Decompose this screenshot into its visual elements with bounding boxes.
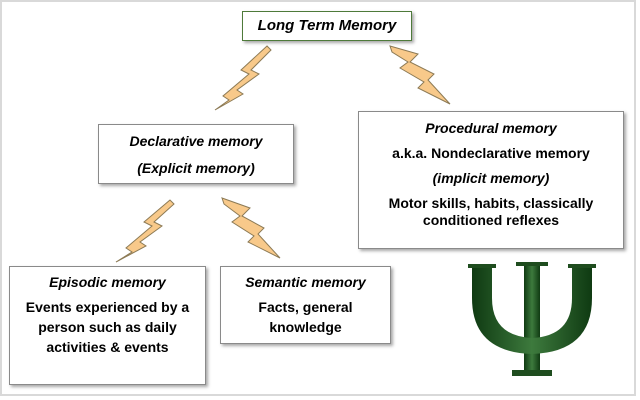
long-term-memory-label: Long Term Memory — [257, 17, 397, 34]
psi-symbol-icon — [468, 262, 596, 376]
procedural-implicit: (implicit memory) — [432, 170, 550, 186]
lightning-bolt-icon — [115, 199, 175, 263]
declarative-subtitle: (Explicit memory) — [137, 160, 255, 176]
long-term-memory-box: Long Term Memory — [242, 11, 412, 41]
procedural-description: Motor skills, habits, classically condit… — [388, 195, 594, 228]
declarative-title: Declarative memory — [129, 133, 263, 149]
declarative-memory-box: Declarative memory (Explicit memory) — [98, 124, 294, 184]
semantic-description: Facts, general knowledge — [258, 299, 353, 335]
episodic-description: Events experienced by a person such as d… — [25, 299, 190, 355]
procedural-title: Procedural memory — [425, 120, 557, 136]
episodic-memory-box: Episodic memory Events experienced by a … — [9, 266, 206, 385]
lightning-bolt-icon — [214, 45, 272, 111]
semantic-memory-box: Semantic memory Facts, general knowledge — [220, 266, 391, 344]
episodic-title: Episodic memory — [49, 274, 166, 290]
procedural-aka: a.k.a. Nondeclarative memory — [392, 145, 590, 161]
semantic-title: Semantic memory — [245, 274, 366, 290]
lightning-bolt-icon — [221, 197, 281, 259]
lightning-bolt-icon — [389, 45, 451, 105]
procedural-memory-box: Procedural memory a.k.a. Nondeclarative … — [358, 111, 624, 249]
